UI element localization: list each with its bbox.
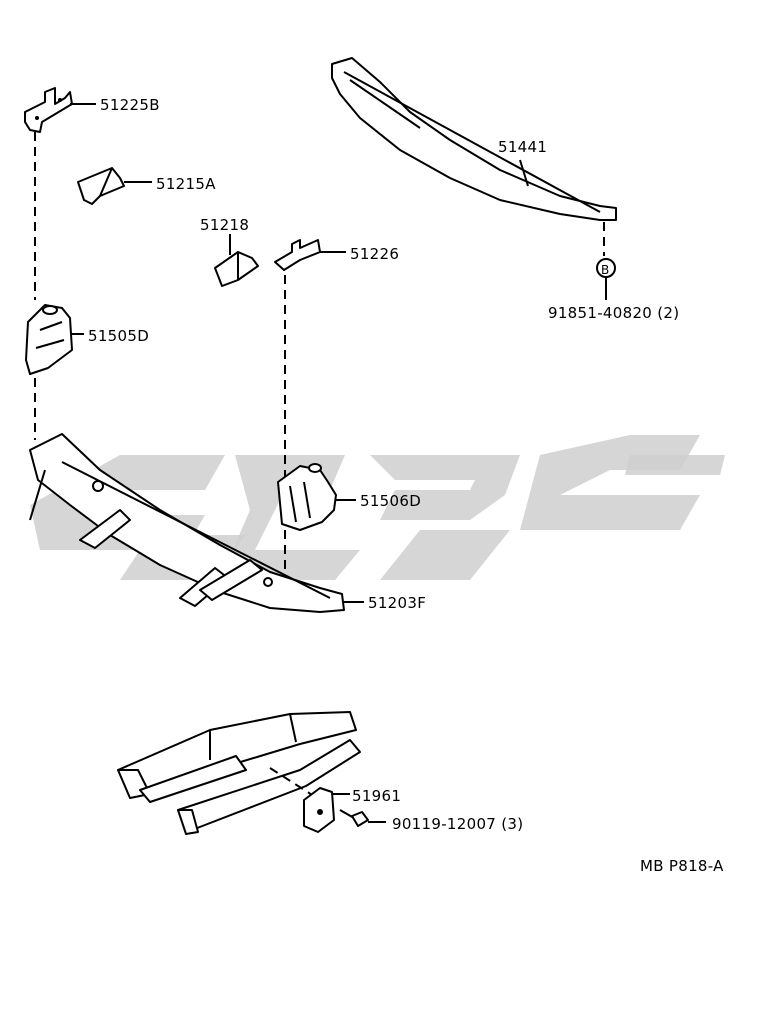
part-51505D[interactable]: 51505D: [25, 304, 149, 375]
part-51226[interactable]: 51226: [274, 239, 399, 271]
label-51961: 51961: [352, 787, 401, 805]
part-51203F[interactable]: 51203F: [29, 433, 426, 613]
part-51225B[interactable]: 51225B: [24, 87, 160, 133]
label-51441: 51441: [498, 138, 547, 156]
part-51218[interactable]: 51218: [200, 216, 259, 287]
diagram-code: MB P818-A: [640, 857, 724, 875]
label-91851-40820: 91851-40820 (2): [548, 304, 679, 322]
part-51441[interactable]: 51441: [331, 57, 617, 221]
ref-b-marker: B 91851-40820 (2): [548, 258, 679, 322]
label-51226: 51226: [350, 245, 399, 263]
ref-b-letter: B: [601, 263, 610, 277]
label-51505D: 51505D: [88, 327, 149, 345]
label-51218: 51218: [200, 216, 249, 234]
part-51506D[interactable]: 51506D: [277, 463, 421, 531]
frame-assembly: [117, 711, 361, 835]
label-51215A: 51215A: [156, 175, 216, 193]
label-51203F: 51203F: [368, 594, 426, 612]
part-51215A[interactable]: 51215A: [77, 167, 216, 205]
label-51506D: 51506D: [360, 492, 421, 510]
part-51961[interactable]: 51961: [303, 787, 401, 833]
part-90119-12007[interactable]: 90119-12007 (3): [339, 809, 523, 833]
label-51225B: 51225B: [100, 96, 160, 114]
label-90119-12007: 90119-12007 (3): [392, 815, 523, 833]
